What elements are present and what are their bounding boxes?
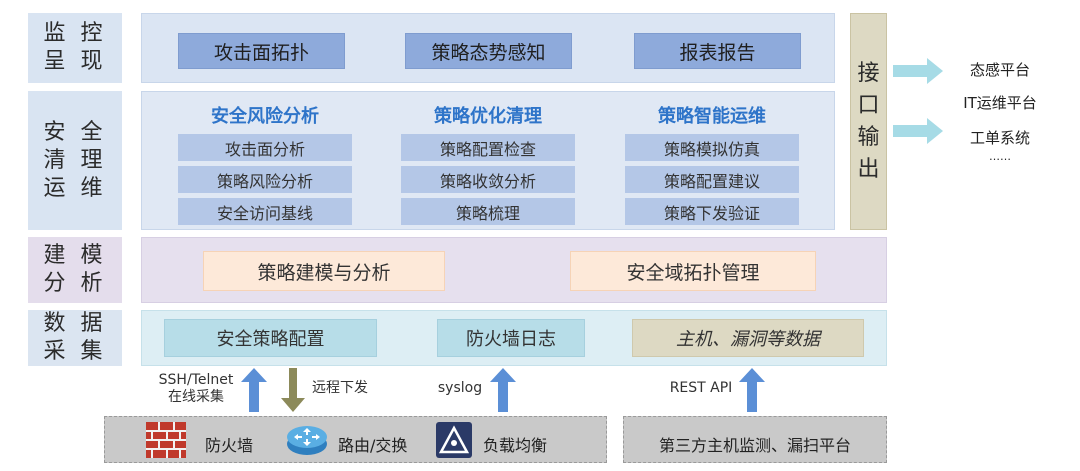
security-item: 策略收敛分析	[401, 166, 575, 193]
monitor-item-policy-situation: 策略态势感知	[405, 33, 572, 69]
security-item: 策略配置检查	[401, 134, 575, 161]
security-column-title: 策略智能运维	[658, 106, 766, 127]
output-arrow-2-icon	[893, 118, 943, 144]
third-party-bar	[623, 416, 887, 463]
layer-label-security: 安 全 清 理 运 维	[28, 91, 122, 230]
output-ticket-system: 工单系统	[969, 129, 1030, 147]
security-item: 策略梳理	[401, 198, 575, 225]
arrow-up-syslog-icon	[490, 368, 516, 412]
arrow-up-ssh-icon	[241, 368, 267, 412]
security-column-title: 策略优化清理	[434, 106, 542, 127]
firewall-icon	[146, 422, 186, 458]
device-router-switch-label: 路由/交换	[338, 436, 408, 455]
security-column-title: 安全风险分析	[211, 106, 319, 127]
security-item: 策略模拟仿真	[625, 134, 799, 161]
output-it-ops-platform: IT运维平台	[963, 94, 1037, 112]
layer-label-monitor: 监 控 呈 现	[28, 13, 122, 83]
source-rest-api-label: REST API	[669, 380, 733, 396]
security-item: 策略风险分析	[178, 166, 352, 193]
device-firewall-label: 防火墙	[205, 436, 254, 455]
security-item: 攻击面分析	[178, 134, 352, 161]
collect-item-policy-config: 安全策略配置	[164, 319, 377, 357]
layer-label-modeling: 建 模 分 析	[28, 237, 122, 303]
source-ssh-telnet-label: SSH/Telnet 在线采集	[158, 372, 234, 405]
router-icon	[287, 426, 327, 455]
output-arrow-1-icon	[893, 58, 943, 84]
source-syslog-label: syslog	[437, 380, 483, 396]
load-balancer-icon	[436, 422, 472, 458]
collect-item-host-vuln-data: 主机、漏洞等数据	[632, 319, 864, 357]
modeling-item-zone-topology: 安全域拓扑管理	[570, 251, 816, 291]
layer-label-collect: 数 据 采 集	[28, 310, 122, 366]
device-third-party-label: 第三方主机监测、漏扫平台	[658, 436, 851, 455]
security-item: 策略下发验证	[625, 198, 799, 225]
output-ellipsis: ……	[989, 150, 1011, 163]
monitor-item-attack-topology: 攻击面拓扑	[178, 33, 345, 69]
source-remote-deploy-label: 远程下发	[312, 380, 368, 396]
device-bar	[104, 416, 607, 463]
security-item: 安全访问基线	[178, 198, 352, 225]
device-load-balancer-label: 负载均衡	[483, 436, 548, 455]
modeling-item-policy-modeling: 策略建模与分析	[203, 251, 445, 291]
interface-output-box: 接 口 输 出	[850, 13, 887, 230]
output-situation-platform: 态感平台	[969, 61, 1030, 79]
collect-item-firewall-log: 防火墙日志	[437, 319, 585, 357]
arrow-down-remote-icon	[281, 368, 305, 412]
arrow-up-rest-icon	[739, 368, 765, 412]
security-item: 策略配置建议	[625, 166, 799, 193]
monitor-item-reports: 报表报告	[634, 33, 801, 69]
